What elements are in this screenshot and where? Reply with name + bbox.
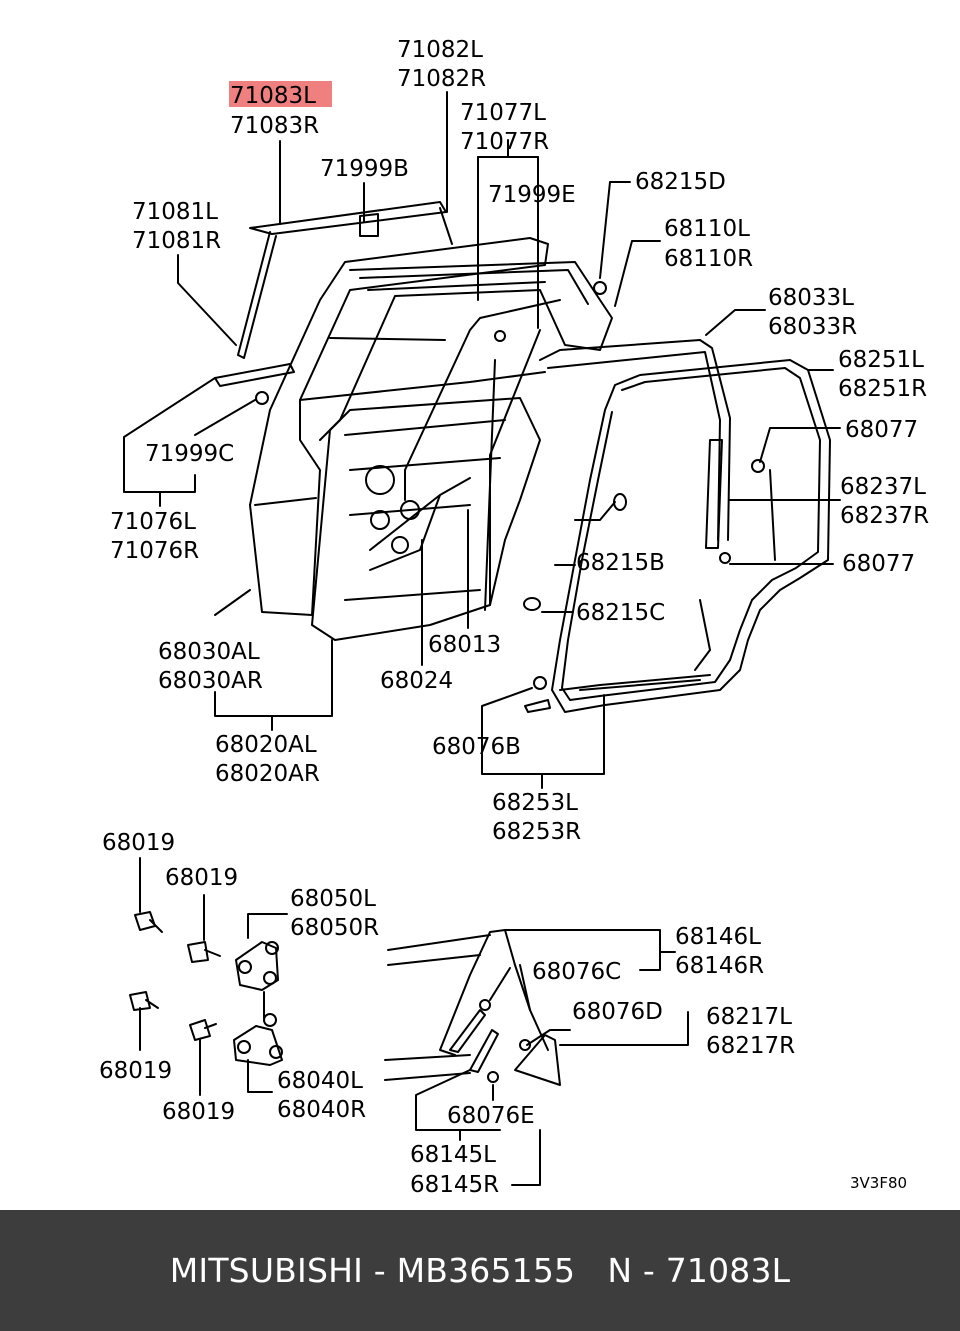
svg-text:68050L: 68050L xyxy=(290,886,376,912)
door-shell xyxy=(249,237,549,616)
svg-text:68033L: 68033L xyxy=(768,285,854,311)
callout-68076E: 68076E xyxy=(447,1103,535,1129)
callout-71083: 71083L 71083R xyxy=(230,83,319,139)
callout-68146: 68146L 68146R xyxy=(675,924,764,979)
footer-bar: MITSUBISHI - MB365155 N - 71083L xyxy=(0,1210,960,1331)
callout-68076C: 68076C xyxy=(532,959,621,985)
opening-seal xyxy=(551,359,831,713)
inner-panel xyxy=(311,397,541,641)
callout-68077-b: 68077 xyxy=(842,551,915,577)
reference-code: N - 71083L xyxy=(607,1251,791,1290)
svg-text:68110L: 68110L xyxy=(664,216,750,242)
target-part-highlight xyxy=(229,81,332,107)
callout-68019-a: 68019 xyxy=(102,830,175,856)
svg-text:68030AR: 68030AR xyxy=(158,668,263,694)
callout-68253: 68253L 68253R xyxy=(492,790,581,845)
svg-text:71077R: 71077R xyxy=(460,129,549,155)
bolt-3 xyxy=(129,991,159,1011)
bolt-1 xyxy=(134,911,163,933)
callout-68019-b: 68019 xyxy=(165,865,238,891)
garnish-strip-1 xyxy=(449,1009,486,1053)
svg-text:68110R: 68110R xyxy=(664,246,753,272)
lower-hinge xyxy=(233,1025,283,1066)
callout-68020A: 68020AL 68020AR xyxy=(215,732,320,787)
svg-text:71077L: 71077L xyxy=(460,100,546,126)
callout-68215B: 68215B xyxy=(576,550,665,576)
callout-68145: 68145L 68145R xyxy=(410,1142,499,1198)
svg-text:68253L: 68253L xyxy=(492,790,578,816)
door-weatherstrip xyxy=(539,339,731,541)
svg-text:68145R: 68145R xyxy=(410,1172,499,1198)
callout-68030A: 68030AL 68030AR xyxy=(158,639,263,694)
svg-text:68030AL: 68030AL xyxy=(158,639,260,665)
target-part-label: 71083L xyxy=(230,83,316,109)
callout-68050: 68050L 68050R xyxy=(290,886,379,941)
callout-71999E: 71999E xyxy=(488,182,576,208)
callout-68013: 68013 xyxy=(428,632,501,658)
part-number: MB365155 xyxy=(396,1251,576,1290)
svg-text:68146L: 68146L xyxy=(675,924,761,950)
svg-text:68251R: 68251R xyxy=(838,376,927,402)
parts-diagram: 71082L 71082R 71083L 71083R 71077L 71077… xyxy=(99,37,929,1198)
svg-text:71081R: 71081R xyxy=(132,228,221,254)
window-regulator xyxy=(369,477,471,571)
callout-68251: 68251L 68251R xyxy=(838,347,927,402)
callout-71999B: 71999B xyxy=(320,156,409,182)
callout-68110: 68110L 68110R xyxy=(664,216,753,272)
callout-71081: 71081L 71081R xyxy=(132,199,221,254)
callout-71999C: 71999C xyxy=(145,441,234,467)
svg-text:71076L: 71076L xyxy=(110,509,196,535)
svg-text:68033R: 68033R xyxy=(768,314,857,340)
svg-text:68020AL: 68020AL xyxy=(215,732,317,758)
callout-71082: 71082L 71082R xyxy=(397,37,486,92)
callout-68215C: 68215C xyxy=(576,600,665,626)
svg-text:68145L: 68145L xyxy=(410,1142,496,1168)
bolt-2 xyxy=(187,941,221,963)
svg-text:68020AR: 68020AR xyxy=(215,761,320,787)
glass-run-channel xyxy=(404,299,561,606)
svg-text:68237L: 68237L xyxy=(840,474,926,500)
callout-68019-c: 68019 xyxy=(99,1058,172,1084)
callout-68019-d: 68019 xyxy=(162,1099,235,1125)
body-section xyxy=(384,934,491,1081)
upper-hinge xyxy=(235,941,279,991)
svg-text:71081L: 71081L xyxy=(132,199,218,225)
corner-piece xyxy=(514,1034,561,1086)
svg-text:68253R: 68253R xyxy=(492,819,581,845)
bolt-4 xyxy=(189,1019,217,1041)
svg-text:71076R: 71076R xyxy=(110,538,199,564)
callout-68077-a: 68077 xyxy=(845,417,918,443)
quarter-garnish xyxy=(439,929,549,1056)
svg-text:71083R: 71083R xyxy=(230,113,319,139)
diagram-code: 3V3F80 xyxy=(850,1174,907,1192)
svg-text:68146R: 68146R xyxy=(675,953,764,979)
callout-68033: 68033L 68033R xyxy=(768,285,857,340)
svg-text:71082R: 71082R xyxy=(397,66,486,92)
callout-68024: 68024 xyxy=(380,668,453,694)
garnish-strip-2 xyxy=(469,1029,499,1073)
footer-caption: MITSUBISHI - MB365155 N - 71083L xyxy=(169,1251,791,1290)
roof-rail-strip xyxy=(705,439,723,549)
callout-71077: 71077L 71077R xyxy=(460,100,549,155)
svg-text:68040R: 68040R xyxy=(277,1097,366,1123)
callout-68040: 68040L 68040R xyxy=(277,1068,366,1123)
brand-name: MITSUBISHI xyxy=(169,1251,364,1290)
svg-text:68237R: 68237R xyxy=(840,503,929,529)
svg-text:71082L: 71082L xyxy=(397,37,483,63)
drip-rail xyxy=(559,674,711,691)
callout-68076B: 68076B xyxy=(432,734,521,760)
callout-68217: 68217L 68217R xyxy=(706,1004,795,1059)
svg-text:68040L: 68040L xyxy=(277,1068,363,1094)
svg-text:68217L: 68217L xyxy=(706,1004,792,1030)
callout-68076D: 68076D xyxy=(572,999,663,1025)
callout-68237: 68237L 68237R xyxy=(840,474,929,529)
svg-text:68251L: 68251L xyxy=(838,347,924,373)
front-sash-channel xyxy=(237,231,277,359)
callout-71076: 71076L 71076R xyxy=(110,509,199,564)
svg-text:68050R: 68050R xyxy=(290,915,379,941)
svg-text:68217R: 68217R xyxy=(706,1033,795,1059)
callout-68215D: 68215D xyxy=(635,169,726,195)
